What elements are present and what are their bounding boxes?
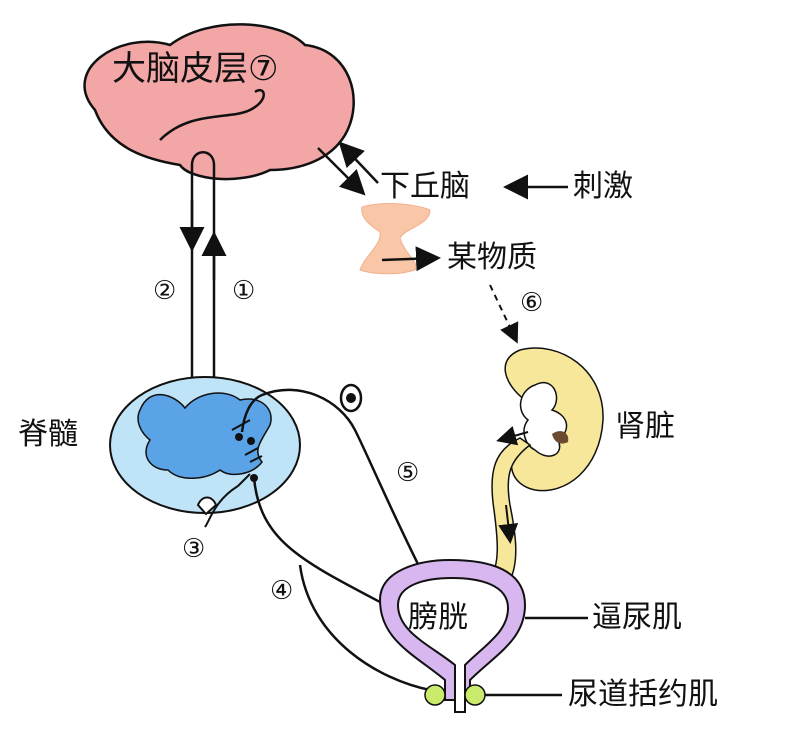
sphincter-right: [464, 684, 486, 706]
spinal-cord-label: 脊髓: [18, 417, 78, 452]
detrusor-label: 逼尿肌: [592, 600, 682, 635]
bladder-lumen: [396, 576, 510, 713]
pituitary-shape: [359, 203, 431, 275]
kidney-label: 肾脏: [615, 409, 675, 444]
stimulus-label: 刺激: [573, 169, 633, 204]
hypothalamus-label: 下丘脑: [380, 169, 470, 204]
spinal-cord-gray-matter: [137, 392, 272, 479]
pathway-5: [240, 388, 432, 589]
cortex-label: 大脑皮层⑦: [112, 49, 279, 89]
spinal-cord-notch: [196, 496, 218, 516]
cortex-shape: [83, 23, 355, 181]
arrow-hypothalamus-to-cortex: [338, 141, 379, 184]
bladder-label: 膀胱: [408, 600, 468, 635]
sphincter-left: [424, 684, 446, 706]
marker-5: ⑤: [396, 458, 420, 488]
pathway-4-lower: [298, 564, 431, 692]
marker-1: ①: [232, 276, 256, 306]
cortex-fold: [159, 89, 265, 141]
arrow-6-dashed: [489, 284, 519, 344]
marker-2: ②: [153, 276, 177, 306]
marker-6: ⑥: [520, 288, 544, 318]
substance-label: 某物质: [447, 240, 537, 275]
sphincter-label: 尿道括约肌: [568, 677, 718, 712]
arrow-ureter-1: [496, 425, 529, 446]
marker-3: ③: [182, 534, 206, 564]
pathway-4-upper: [252, 477, 381, 604]
arrow-substance: [381, 246, 441, 272]
marker-4: ④: [270, 576, 294, 606]
arrow-cortex-to-hypothalamus: [317, 147, 366, 196]
arrow-ureter-2: [498, 504, 519, 544]
